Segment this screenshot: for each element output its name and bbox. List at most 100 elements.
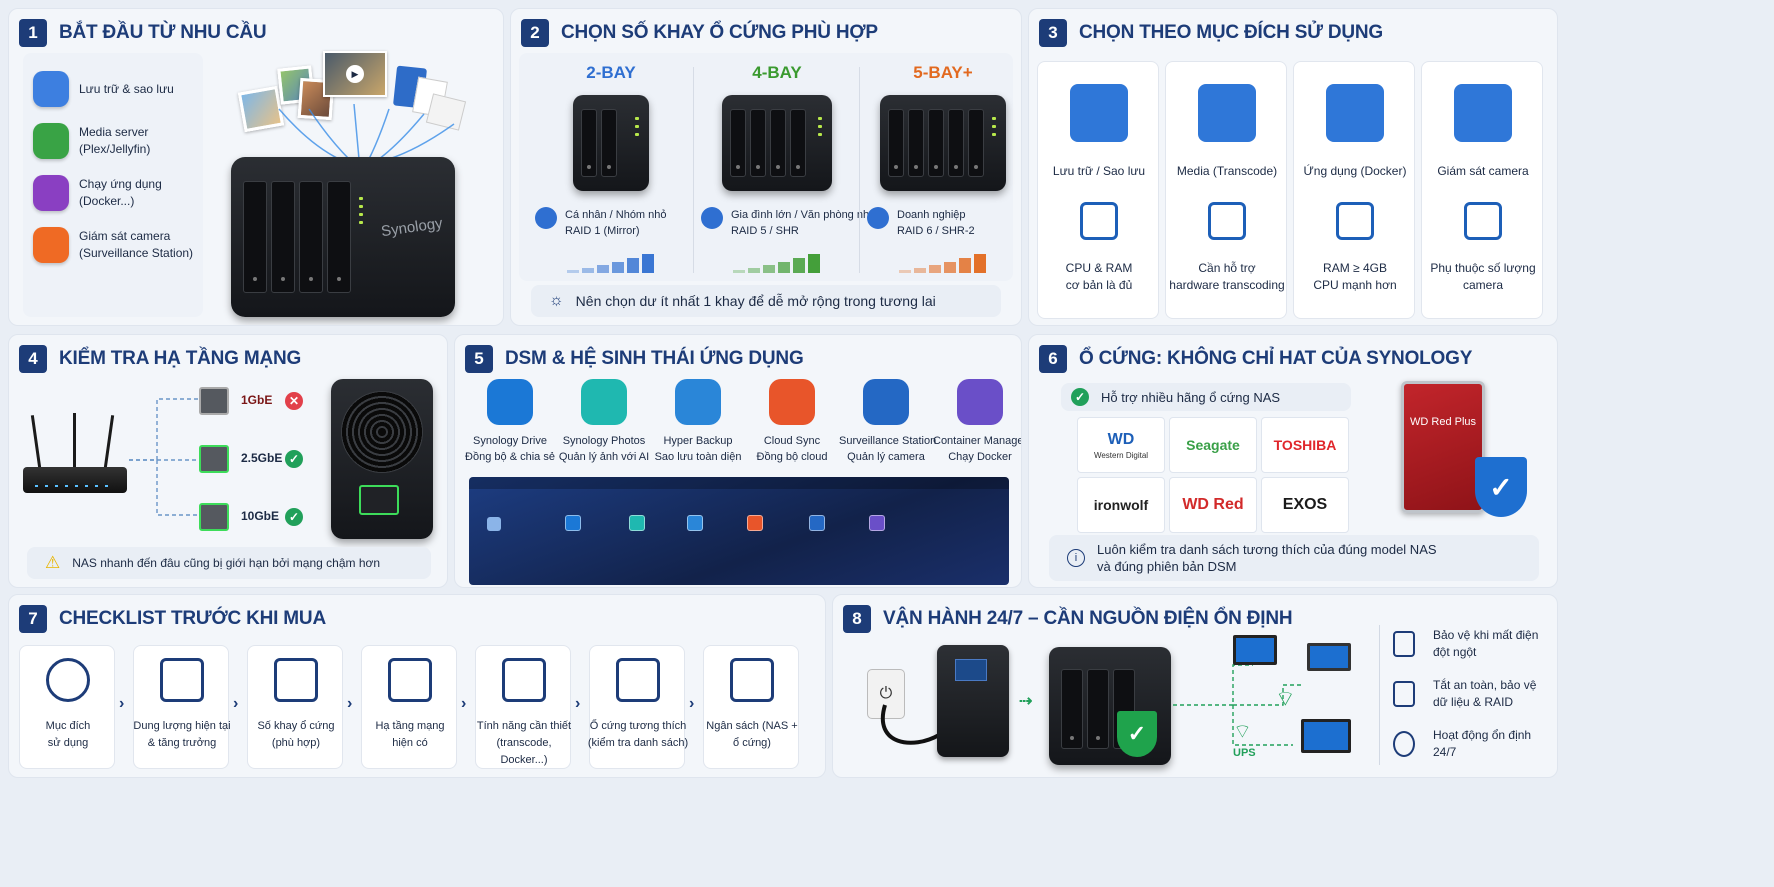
- need-item: Media server (Plex/Jellyfin): [33, 119, 203, 163]
- app-desc: Quản lý camera: [847, 451, 925, 463]
- wall-outlet-icon: ⏻: [867, 669, 905, 719]
- laptop-icon: [1307, 643, 1351, 671]
- panel-title: CHỌN SỐ KHAY Ổ CỨNG PHÙ HỢP: [561, 22, 878, 43]
- folder-icon: [33, 71, 69, 107]
- bay-audience: Cá nhân / Nhóm nhỏ: [565, 209, 667, 221]
- ups-wifi-icon: ⌔: [1233, 721, 1252, 743]
- app-desc: Đồng bộ & chia sẻ: [465, 451, 555, 463]
- benefit-text: Bảo vệ khi mất điện đột ngột: [1433, 628, 1539, 659]
- desktop-app-icon: [809, 515, 825, 531]
- bay-title: 2-BAY: [586, 63, 636, 82]
- panel-title: KIỂM TRA HẠ TẦNG MẠNG: [59, 348, 302, 369]
- check-icon: ✓: [285, 450, 303, 468]
- play-icon: [33, 123, 69, 159]
- drive-brand-logo: TOSHIBA: [1261, 417, 1349, 473]
- bay-audience: Gia đình lớn / Văn phòng nhỏ: [731, 209, 876, 221]
- purpose-requirement: Cần hỗ trợ hardware transcoding: [1169, 261, 1285, 292]
- desktop-app-icon: [629, 515, 645, 531]
- warning-text: NAS nhanh đến đâu cũng bị giới hạn bởi m…: [72, 556, 381, 570]
- target-icon: [46, 658, 90, 702]
- cpu-icon: [1336, 202, 1374, 240]
- checklist-label: Tính năng cần thiết (transcode, Docker..…: [476, 720, 572, 766]
- cpu-icon: [1080, 202, 1118, 240]
- panel-title: BẮT ĐẦU TỪ NHU CẦU: [59, 22, 267, 43]
- brand-name: Seagate: [1186, 437, 1240, 453]
- checklist-label: Hạ tầng mạng hiện có: [375, 720, 445, 749]
- app-name: Synology Photos: [562, 435, 646, 447]
- switch-icon: [388, 658, 432, 702]
- arrow-right-icon: ›: [347, 695, 353, 712]
- tip-text: Nên chọn dư ít nhất 1 khay để dễ mở rộng…: [575, 293, 936, 309]
- app-name: Surveillance Station: [839, 435, 937, 447]
- checklist-item: Ổ cứng tương thích (kiểm tra danh sách): [588, 645, 688, 769]
- purpose-label: Giám sát camera: [1437, 164, 1529, 178]
- app-name: Hyper Backup: [663, 435, 733, 447]
- docker-icon: [1326, 84, 1384, 142]
- need-label: Giám sát camera (Surveillance Station): [79, 229, 194, 260]
- chip-icon: [502, 658, 546, 702]
- panel-title: CHỌN THEO MỤC ĐÍCH SỬ DỤNG: [1079, 22, 1384, 43]
- need-item: Giám sát camera (Surveillance Station): [33, 223, 203, 267]
- folder-icon: [1070, 84, 1128, 142]
- port-speed-label: 2.5GbE: [241, 451, 283, 465]
- gauge-icon: [1208, 202, 1246, 240]
- surveillance-icon: [863, 379, 909, 425]
- port-speed-label: 10GbE: [241, 509, 280, 523]
- app-desc: Chạy Docker: [948, 451, 1012, 463]
- photos-icon: [581, 379, 627, 425]
- brand-name: EXOS: [1282, 496, 1328, 513]
- nas-4bay-device: [722, 95, 832, 191]
- bay-title: 5-BAY+: [913, 63, 973, 82]
- support-text: Hỗ trợ nhiều hãng ổ cứng NAS: [1101, 389, 1281, 405]
- panel-title: CHECKLIST TRƯỚC KHI MUA: [59, 608, 326, 629]
- cross-icon: ✕: [285, 392, 303, 410]
- brand-name: TOSHIBA: [1273, 437, 1337, 453]
- need-item: Chạy ứng dụng (Docker...): [33, 171, 203, 215]
- shield-check-icon: ✓: [1475, 457, 1527, 517]
- backup-icon: [675, 379, 721, 425]
- cloud-sync-icon: [769, 379, 815, 425]
- bay-title: 4-BAY: [752, 63, 802, 82]
- panel-title: VẬN HÀNH 24/7 – CẦN NGUỒN ĐIỆN ỔN ĐỊNH: [883, 608, 1293, 629]
- ups-network-lines: [1173, 664, 1303, 746]
- power-cable: [880, 704, 940, 745]
- network-links: [129, 398, 199, 516]
- desktop-app-icon: [565, 515, 581, 531]
- drive-label: WD Red Plus: [1410, 416, 1477, 428]
- port-speed-label: 1GbE: [241, 393, 273, 407]
- desktop-app-icon: [869, 515, 885, 531]
- app-name: Cloud Sync: [763, 435, 821, 447]
- benefit-text: Tắt an toàn, bảo vệ dữ liệu & RAID: [1433, 678, 1537, 709]
- monitor-icon: [1233, 635, 1277, 665]
- info-note: i Luôn kiểm tra danh sách tương thích củ…: [1049, 535, 1539, 581]
- cube-icon: [33, 175, 69, 211]
- arrow-right-icon: ›: [575, 695, 581, 712]
- support-box: ✓ Hỗ trợ nhiều hãng ổ cứng NAS: [1061, 383, 1351, 411]
- brand-name: WD Red: [1182, 496, 1244, 513]
- wifi-icon: ⌔: [1275, 686, 1296, 711]
- checklist-item: Mục đích sử dụng: [19, 645, 115, 769]
- clock-icon: [1393, 731, 1415, 757]
- capacity-bars: [567, 249, 654, 273]
- bay-raid: RAID 1 (Mirror): [565, 225, 640, 237]
- money-bag-icon: [730, 658, 774, 702]
- purpose-label: Media (Transcode): [1176, 164, 1278, 178]
- building-icon: [867, 207, 889, 229]
- drive-brand-logo: WD Red: [1169, 477, 1257, 533]
- shield-check-icon: ✓: [1117, 711, 1157, 757]
- warning-box: ⚠ NAS nhanh đến đâu cũng bị giới hạn bởi…: [27, 547, 431, 579]
- step-number: 6: [1039, 345, 1067, 373]
